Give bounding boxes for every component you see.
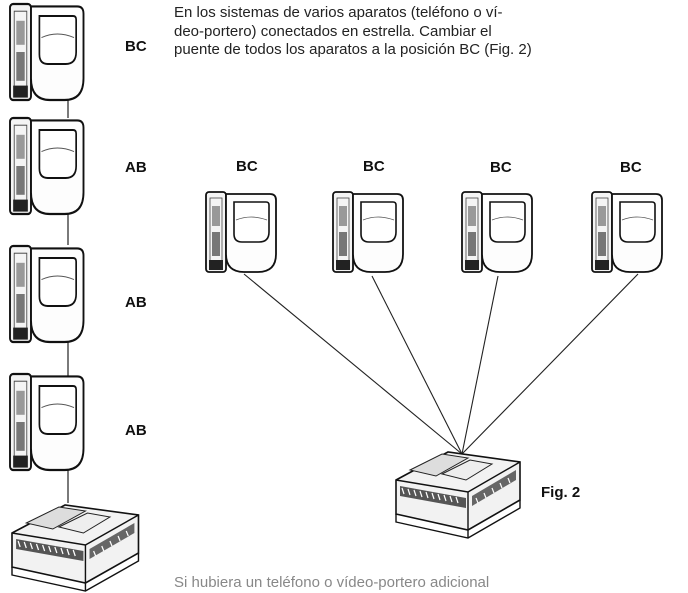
star-label-1: BC bbox=[236, 158, 258, 175]
star-wire-3 bbox=[461, 275, 499, 455]
intercom-phone-icon bbox=[8, 372, 85, 472]
intercom-phone-icon bbox=[461, 191, 533, 273]
intercom-phone-icon bbox=[8, 244, 85, 344]
star-diagram bbox=[205, 191, 663, 539]
paragraph-line-3: puente de todos los aparatos a la posici… bbox=[174, 41, 532, 58]
star-wire-4 bbox=[461, 273, 639, 455]
intercom-phone-icon bbox=[205, 191, 277, 273]
star-label-2: BC bbox=[363, 158, 385, 175]
intercom-phone-icon bbox=[8, 116, 85, 216]
paragraph-line-2: deo-portero) conectados en estrella. Cam… bbox=[174, 22, 492, 40]
cascade-diagram bbox=[8, 2, 140, 592]
star-wire-1 bbox=[243, 273, 463, 455]
intercom-phone-icon bbox=[332, 191, 404, 273]
cascade-label-1: BC bbox=[125, 38, 147, 55]
cascade-label-4: AB bbox=[125, 422, 147, 439]
star-wire-2 bbox=[371, 275, 463, 455]
star-label-4: BC bbox=[620, 159, 642, 176]
distributor-unit-icon bbox=[11, 504, 140, 592]
distributor-unit-icon bbox=[395, 451, 521, 539]
footer-text-partial: Si hubiera un teléfono o vídeo-portero a… bbox=[174, 574, 490, 591]
figure-caption: Fig. 2 bbox=[541, 484, 581, 501]
paragraph-line-1: En los sistemas de varios aparatos (telé… bbox=[174, 4, 503, 21]
intercom-phone-icon bbox=[591, 191, 663, 273]
intercom-phone-icon bbox=[8, 2, 85, 102]
star-label-3: BC bbox=[490, 159, 512, 176]
cascade-label-3: AB bbox=[125, 294, 147, 311]
cascade-label-2: AB bbox=[125, 159, 147, 176]
instruction-paragraph: En los sistemas de varios aparatos (telé… bbox=[174, 4, 684, 60]
